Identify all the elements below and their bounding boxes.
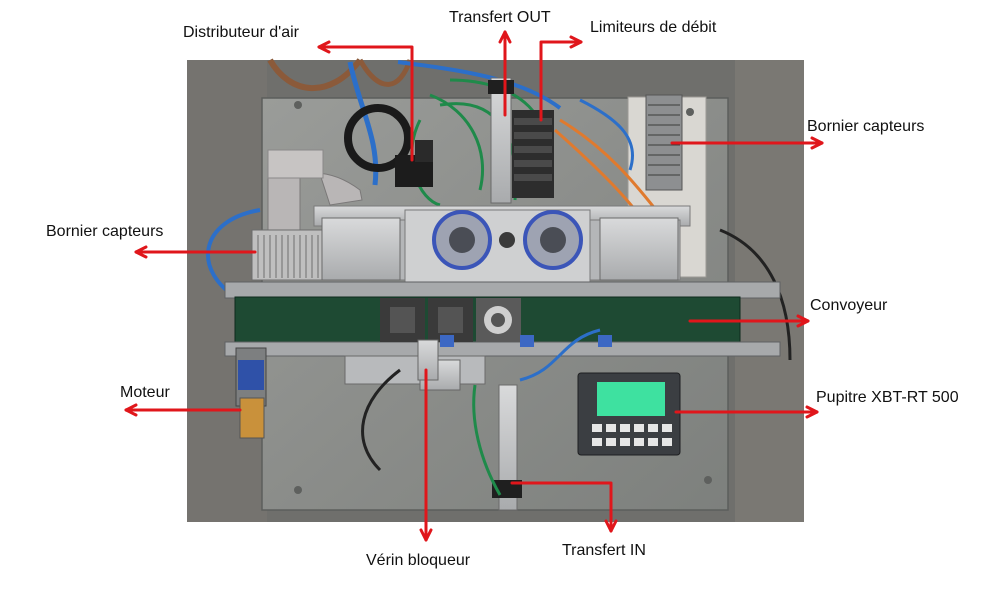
arrow-transfert-in [510, 481, 613, 533]
hmi-screen [597, 382, 665, 416]
transfer-in-cylinder [498, 384, 518, 511]
conveyor-frame [224, 281, 781, 299]
label-bornier-left: Bornier capteurs [46, 223, 164, 240]
label-moteur: Moteur [120, 384, 170, 401]
terminal-block-left [251, 229, 333, 281]
label-transfert-out: Transfert OUT [449, 9, 551, 26]
blocker-cylinder [417, 339, 439, 381]
transfer-out-cylinder [490, 77, 512, 204]
label-verin: Vérin bloqueur [366, 552, 471, 569]
air-distributor-unit [344, 104, 412, 172]
label-convoyeur: Convoyeur [810, 297, 888, 314]
label-bornier-right: Bornier capteurs [807, 118, 925, 135]
label-transfert-in: Transfert IN [562, 542, 646, 559]
label-limiteurs: Limiteurs de débit [590, 19, 717, 36]
label-distributeur: Distributeur d'air [183, 24, 299, 41]
label-pupitre: Pupitre XBT-RT 500 [816, 389, 959, 406]
arrow-limiteurs [539, 40, 583, 122]
arrow-distributeur [317, 45, 414, 162]
